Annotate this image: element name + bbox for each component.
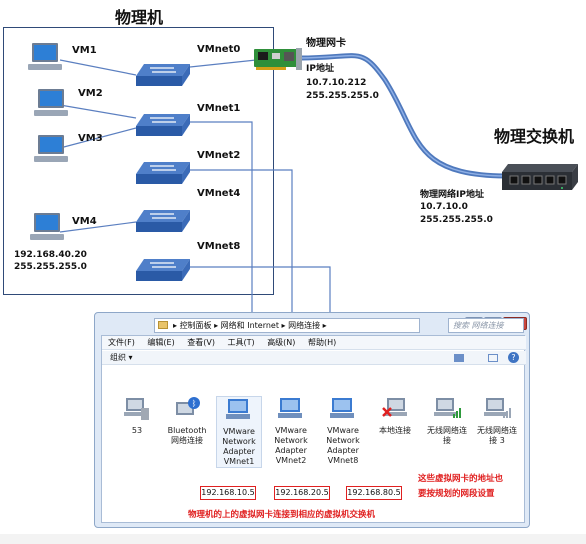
note-line-1: 这些虚拟网卡的地址也 [418, 474, 504, 484]
vmnet1-label: VMnet1 [197, 103, 241, 114]
ip-box-vmnet1: 192.168.10.5 [200, 486, 256, 500]
disconnected-adapter-icon [381, 396, 409, 422]
switch-net: 10.7.10.0 [420, 202, 468, 212]
physical-nic-icon [252, 46, 304, 76]
network-connections-window: – □ ✕ ◀ ▶ ▸ 控制面板 ▸ 网络和 Internet ▸ 网络连接 ▸… [94, 312, 530, 528]
toolbar: 组织 ▾ ? [102, 351, 526, 365]
bottom-strip [0, 534, 586, 544]
vm3-label: VM3 [78, 133, 103, 144]
ip-box-vmnet2: 192.168.20.5 [274, 486, 330, 500]
vm4-computer-icon [30, 212, 64, 246]
menu-edit[interactable]: 编辑(E) [147, 338, 175, 347]
vm4-label: VM4 [72, 216, 97, 227]
preview-pane-icon[interactable] [488, 354, 498, 362]
switch-mask: 255.255.255.0 [420, 215, 493, 225]
adapter-local-connection[interactable]: 本地连接 [372, 396, 418, 436]
vm2-label: VM2 [78, 88, 103, 99]
vm4-mask: 255.255.255.0 [14, 262, 87, 272]
organize-button[interactable]: 组织 ▾ [110, 353, 133, 362]
vm1-label: VM1 [72, 45, 97, 56]
ip-box-vmnet8: 192.168.80.5 [346, 486, 402, 500]
breadcrumb-control-panel[interactable]: 控制面板 [179, 321, 212, 330]
help-icon[interactable]: ? [508, 352, 519, 363]
nic-ip-label: IP地址 [306, 64, 334, 74]
nic-mask: 255.255.255.0 [306, 91, 379, 101]
adapter-vmnet1[interactable]: VMware Network Adapter VMnet1 [216, 396, 262, 468]
vmnet4-label: VMnet4 [197, 188, 241, 199]
search-input[interactable]: 搜索 网络连接 [448, 318, 524, 333]
menu-tools[interactable]: 工具(T) [227, 338, 255, 347]
svg-text:ᛒ: ᛒ [192, 399, 197, 408]
physical-switch-icon [500, 160, 580, 200]
vmnet2-switch-icon [134, 160, 192, 190]
vmnet8-switch-icon [134, 257, 192, 287]
adapter-vmnet8[interactable]: VMware Network Adapter VMnet8 [320, 396, 366, 466]
switch-net-label: 物理网络IP地址 [420, 190, 484, 200]
nic-title: 物理网卡 [306, 38, 346, 49]
vm4-ip: 192.168.40.20 [14, 250, 87, 260]
adapter-vmnet2[interactable]: VMware Network Adapter VMnet2 [268, 396, 314, 466]
menu-advanced[interactable]: 高级(N) [267, 338, 296, 347]
bluetooth-adapter-icon: ᛒ [173, 396, 201, 422]
adapter-wireless[interactable]: 无线网络连 接 [424, 396, 470, 446]
vmnet2-label: VMnet2 [197, 150, 241, 161]
menu-bar: 文件(F) 编辑(E) 查看(V) 工具(T) 高级(N) 帮助(H) [102, 336, 526, 350]
wireless-adapter-icon [433, 396, 461, 422]
network-adapter-icon [123, 396, 151, 422]
explorer-content: ▸ 控制面板 ▸ 网络和 Internet ▸ 网络连接 ▸ 搜索 网络连接 文… [101, 318, 526, 523]
adapter-bluetooth[interactable]: ᛒ Bluetooth 网络连接 [164, 396, 210, 446]
vmnet0-label: VMnet0 [197, 44, 241, 55]
physical-switch-title: 物理交换机 [494, 127, 575, 146]
vmnet0-switch-icon [134, 62, 192, 92]
menu-help[interactable]: 帮助(H) [307, 338, 337, 347]
vmware-adapter-icon [329, 396, 357, 422]
vmnet1-switch-icon [134, 112, 192, 142]
menu-file[interactable]: 文件(F) [108, 338, 135, 347]
view-options-icon[interactable] [454, 354, 464, 362]
wireless-adapter-icon [483, 396, 511, 422]
vmware-adapter-icon [225, 397, 253, 423]
address-bar[interactable]: ▸ 控制面板 ▸ 网络和 Internet ▸ 网络连接 ▸ [154, 318, 420, 333]
caption: 物理机的上的虚拟网卡连接到相应的虚拟机交换机 [188, 510, 376, 520]
vm2-computer-icon [34, 88, 68, 122]
host-title: 物理机 [115, 8, 164, 27]
breadcrumb-network-connections[interactable]: 网络连接 [288, 321, 321, 330]
nic-ip: 10.7.10.212 [306, 78, 367, 88]
menu-view[interactable]: 查看(V) [187, 338, 215, 347]
adapter-wireless-3[interactable]: 无线网络连 接 3 [474, 396, 520, 446]
vmnet8-label: VMnet8 [197, 241, 241, 252]
vmware-adapter-icon [277, 396, 305, 422]
breadcrumb-network-internet[interactable]: 网络和 Internet [220, 321, 279, 330]
note-line-2: 要按规划的网段设置 [418, 489, 495, 499]
folder-icon [158, 321, 168, 329]
vmnet4-switch-icon [134, 208, 192, 238]
vm3-computer-icon [34, 134, 68, 168]
adapter-53[interactable]: 53 [114, 396, 160, 436]
vm1-computer-icon [28, 42, 62, 76]
